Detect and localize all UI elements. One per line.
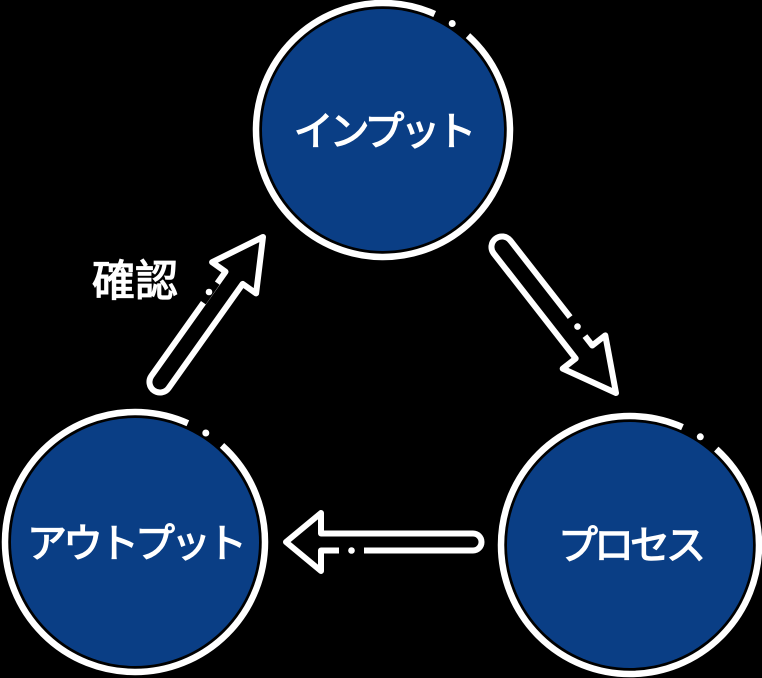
arrow-process-to-output-shape xyxy=(283,510,485,574)
output-circle xyxy=(11,418,259,666)
input-label: インプット xyxy=(294,109,473,155)
node-input: インプット xyxy=(252,0,514,261)
node-output: アウトプット xyxy=(1,408,269,676)
arrow-output-to-input-dot xyxy=(205,288,213,296)
process-label: プロセス xyxy=(558,523,703,569)
process-circle xyxy=(507,422,753,668)
output-ring xyxy=(1,408,269,676)
output-ring-dot xyxy=(202,429,210,437)
input-ring-dot xyxy=(448,20,456,27)
input-ring xyxy=(252,0,514,261)
node-process: プロセス xyxy=(497,412,762,678)
check-label: 確認 xyxy=(92,257,178,307)
process-ring-dot xyxy=(696,433,704,441)
arrow-input-to-process xyxy=(488,233,619,396)
arrow-output-to-input: 確認 xyxy=(92,234,266,396)
input-circle xyxy=(262,9,504,251)
output-label: アウトプット xyxy=(27,521,243,567)
arrow-input-to-process-dot xyxy=(574,323,581,330)
arrow-output-to-input-shape xyxy=(146,234,266,396)
arrow-input-to-process-shape xyxy=(488,233,619,396)
arrow-process-to-output xyxy=(283,510,485,574)
process-ring xyxy=(497,412,762,678)
arrow-process-to-output-dot xyxy=(348,547,355,554)
